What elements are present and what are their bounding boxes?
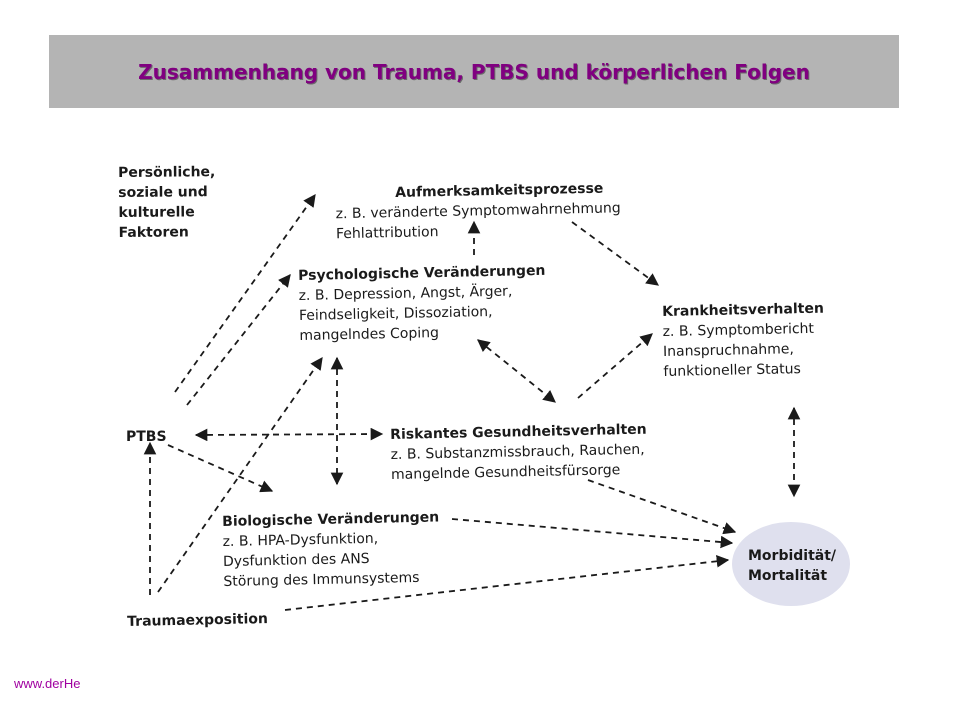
arrow-bio-morbidity	[451, 518, 734, 549]
arrow-risk-morbidity	[587, 479, 737, 535]
node-psych: Psychologische Veränderungen z. B. Depre…	[298, 261, 547, 346]
arrow-attention-illness	[571, 221, 660, 286]
factors-line-1: Persönliche,	[118, 164, 216, 181]
node-ptbs: PTBS	[126, 427, 167, 447]
node-risk: Riskantes Gesundheitsverhalten z. B. Sub…	[390, 420, 648, 485]
arrow-trauma-psych	[157, 356, 323, 593]
trauma-label: Traumaexposition	[127, 611, 269, 630]
slide-title: Zusammenhang von Trauma, PTBS und körper…	[138, 59, 810, 84]
ptbs-label: PTBS	[126, 429, 167, 445]
node-trauma: Traumaexposition	[127, 609, 268, 632]
factors-line-2: soziale und	[118, 184, 208, 201]
title-bar: Zusammenhang von Trauma, PTBS und körper…	[49, 35, 899, 108]
illness-line-3: funktioneller Status	[663, 361, 802, 380]
arrow-risk-illness	[577, 333, 653, 399]
factors-line-3: kulturelle	[118, 204, 195, 221]
arrow-trauma-morbidity	[284, 555, 730, 611]
arrow-ptbs-bio	[167, 444, 274, 493]
node-attention: Aufmerksamkeitsprozesse z. B. veränderte…	[335, 178, 621, 243]
arrow-psych-risk	[477, 339, 556, 403]
arrow-ptbs-risk	[194, 427, 384, 442]
arrow-ptbs-attention	[174, 193, 316, 393]
morbidity-line-1: Morbidität/	[748, 548, 837, 564]
factors-line-4: Faktoren	[118, 224, 189, 241]
morbidity-line-2: Mortalität	[748, 568, 828, 584]
arrow-ptbs-psych	[186, 274, 291, 406]
morbidity-ellipse	[732, 522, 850, 606]
node-illness: Krankheitsverhalten z. B. Symptombericht…	[662, 299, 825, 382]
illness-line-1: z. B. Symptombericht	[662, 320, 815, 340]
node-morbidity: Morbidität/ Mortalität	[748, 546, 836, 586]
node-factors: Persönliche, soziale und kulturelle Fakt…	[118, 162, 216, 243]
node-bio: Biologische Veränderungen z. B. HPA-Dysf…	[222, 507, 441, 592]
footer-url[interactable]: www.derHe	[14, 676, 81, 691]
